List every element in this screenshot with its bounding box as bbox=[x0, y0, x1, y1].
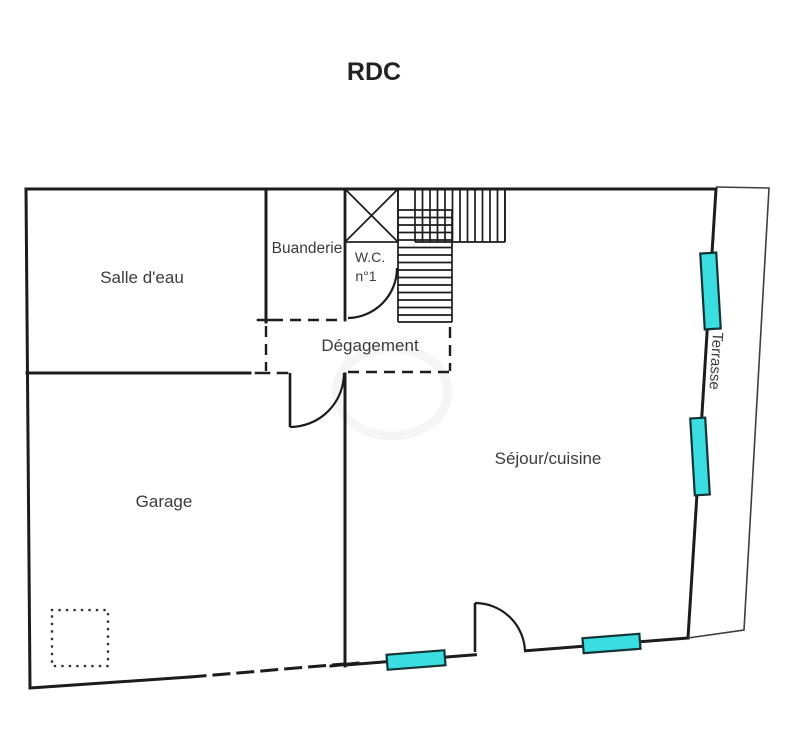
room-label-buanderie: Buanderie bbox=[272, 240, 343, 257]
room-label-garage: Garage bbox=[136, 492, 193, 511]
window-sejour-right bbox=[581, 632, 642, 655]
room-label-degagement: Dégagement bbox=[321, 336, 419, 355]
entrance-door bbox=[473, 601, 527, 652]
stairs-upper-flight bbox=[414, 189, 506, 243]
window-terrace-upper bbox=[699, 251, 722, 331]
room-label-wc-line1: W.C. bbox=[355, 249, 385, 265]
garage-degagement-door bbox=[288, 372, 346, 429]
shaft-x-box bbox=[344, 188, 399, 243]
room-label-wc-line2: n°1 bbox=[355, 268, 376, 284]
terrace-outline bbox=[687, 186, 770, 639]
room-label-salle-deau: Salle d'eau bbox=[100, 268, 184, 287]
garage-wall-end-tick bbox=[329, 661, 360, 668]
window-sejour-left bbox=[385, 649, 447, 671]
wc-door-arc bbox=[347, 267, 399, 320]
entrance-door-gap bbox=[476, 646, 525, 660]
window-terrace-lower bbox=[689, 416, 711, 497]
garage-dotted-square bbox=[50, 608, 110, 668]
garage-door-dashed-wall bbox=[188, 662, 346, 679]
room-label-terrasse: Terrasse bbox=[705, 332, 725, 390]
watermark bbox=[331, 343, 453, 441]
stairs-lower-flight bbox=[397, 189, 453, 323]
room-label-sejour-cuisine: Séjour/cuisine bbox=[495, 449, 602, 468]
page-title: RDC bbox=[347, 58, 401, 86]
